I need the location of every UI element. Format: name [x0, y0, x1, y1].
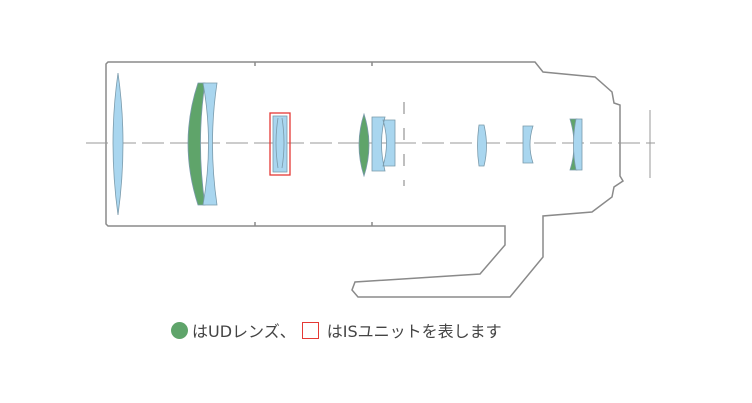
lens-group-focus [371, 116, 396, 172]
is-unit-marker [269, 112, 291, 176]
ud-lens-element-2 [187, 82, 206, 206]
lens-barrel-outline [105, 61, 625, 298]
lens-element-rear-2 [522, 125, 534, 164]
optical-axis [86, 102, 655, 186]
lens-element-3 [202, 82, 218, 206]
lens-element-rear-1 [477, 124, 487, 167]
ud-lens-legend-swatch [171, 321, 188, 339]
legend: はUDレンズ、 はISユニットを表します [171, 318, 502, 342]
lens-element-1 [112, 72, 124, 216]
ud-lens-legend-text: はUDレンズ、 [192, 322, 296, 341]
is-unit-legend-swatch [301, 321, 319, 339]
is-unit-lenses [272, 115, 288, 173]
is-unit-legend-text: はISユニットを表します [326, 322, 502, 341]
ud-lens-element-small [358, 112, 370, 178]
